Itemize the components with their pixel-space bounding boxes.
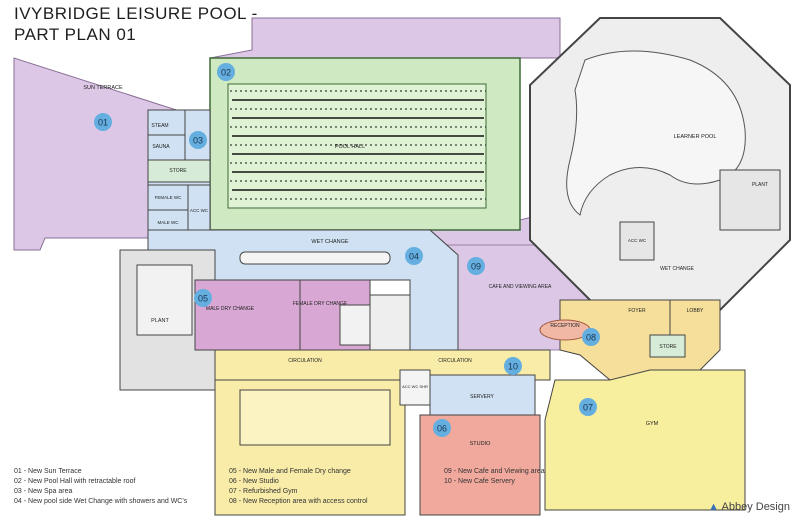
zone-badge-number: 01 <box>98 118 108 128</box>
circulation-room <box>239 389 391 446</box>
zone-badge-04: 04 <box>405 247 423 265</box>
legend-item-10: 10 - New Cafe Servery <box>444 478 515 485</box>
legend-item-02: 02 - New Pool Hall with retractable roof <box>14 478 136 485</box>
legend-item-05: 05 - New Male and Female Dry change <box>229 468 351 475</box>
label-studio: STUDIO <box>470 441 492 447</box>
wet-change-cubicles <box>239 251 391 265</box>
legend-item-09: 09 - New Cafe and Viewing area <box>444 468 545 475</box>
label-plant-left: PLANT <box>151 318 169 324</box>
female-wc-room <box>147 184 189 211</box>
spa-store <box>147 159 211 183</box>
zone-badge-03: 03 <box>189 131 207 149</box>
zone-badge-05: 05 <box>194 289 212 307</box>
label-pool-hall: POOL HALL <box>335 144 365 150</box>
zone-badges: 01 02 03 04 05 06 07 08 09 10 <box>94 63 600 437</box>
zone-badge-07: 07 <box>579 398 597 416</box>
gym-area <box>544 369 746 511</box>
label-sauna: SAUNA <box>152 144 170 150</box>
zone-badge-circle <box>433 419 451 437</box>
label-plant-right: PLANT <box>752 182 768 188</box>
zone-badge-01: 01 <box>94 113 112 131</box>
foyer-store <box>649 334 686 358</box>
zone-badge-02: 02 <box>217 63 235 81</box>
label-spa-store: STORE <box>169 168 187 174</box>
label-male-dry-change: MALE DRY CHANGE <box>206 306 255 312</box>
zone-badge-number: 05 <box>198 294 208 304</box>
dry-change-lobby <box>369 294 411 351</box>
label-reception: RECEPTION <box>550 323 580 329</box>
zone-badge-number: 09 <box>471 262 481 272</box>
zone-badge-circle <box>189 131 207 149</box>
label-gym: GYM <box>646 421 659 427</box>
zone-badge-circle <box>94 113 112 131</box>
abbey-design-logo: ▲ Abbey Design <box>708 501 790 513</box>
label-learner-pool: LEARNER POOL <box>674 134 717 140</box>
legend: 01 - New Sun Terrace 02 - New Pool Hall … <box>14 468 545 518</box>
zone-badge-number: 02 <box>221 68 231 78</box>
label-circulation-left: CIRCULATION <box>288 358 322 364</box>
label-acc-wc: ACC WC <box>190 208 209 213</box>
acc-wc-shr-room <box>399 369 431 406</box>
zone-badge-number: 10 <box>508 362 518 372</box>
plan-title-line-1: IVYBRIDGE LEISURE POOL - <box>14 4 258 23</box>
label-male-wc: MALE WC <box>157 220 179 225</box>
zone-badge-circle <box>194 289 212 307</box>
label-learner-acc-wc: ACC WC <box>628 238 647 243</box>
zone-badge-number: 06 <box>437 424 447 434</box>
label-learner-wet-change: WET CHANGE <box>660 266 694 272</box>
zone-badge-circle <box>504 357 522 375</box>
legend-item-03: 03 - New Spa area <box>14 488 73 495</box>
label-foyer: FOYER <box>628 308 646 314</box>
label-cafe-viewing: CAFE AND VIEWING AREA <box>489 284 552 290</box>
logo-text: Abbey Design <box>721 501 791 513</box>
zone-badge-08: 08 <box>582 328 600 346</box>
label-servery: SERVERY <box>470 394 494 400</box>
pool-tank <box>227 83 487 209</box>
dry-change-wc <box>339 304 371 346</box>
label-female-dry-change: FEMALE DRY CHANGE <box>293 301 348 307</box>
label-wet-change: WET CHANGE <box>311 239 349 245</box>
label-foyer-store: STORE <box>659 344 677 350</box>
learner-pool-tank <box>566 50 746 216</box>
zone-badge-number: 04 <box>409 252 419 262</box>
zone-badge-number: 07 <box>583 403 593 413</box>
zone-badge-circle <box>582 328 600 346</box>
zone-badge-circle <box>405 247 423 265</box>
zone-badge-10: 10 <box>504 357 522 375</box>
zone-badge-circle <box>579 398 597 416</box>
label-circulation-right: CIRCULATION <box>438 358 472 364</box>
pool-lanes <box>232 99 484 191</box>
zone-badge-06: 06 <box>433 419 451 437</box>
zone-badge-09: 09 <box>467 257 485 275</box>
legend-item-06: 06 - New Studio <box>229 478 279 485</box>
legend-item-08: 08 - New Reception area with access cont… <box>229 498 368 505</box>
zone-badge-circle <box>467 257 485 275</box>
learner-plant-room <box>719 169 781 231</box>
plan-title-line-2: PART PLAN 01 <box>14 25 137 44</box>
label-lobby: LOBBY <box>687 308 704 314</box>
zone-badge-circle <box>217 63 235 81</box>
learner-acc-wc <box>619 221 655 261</box>
zone-badge-number: 08 <box>586 333 596 343</box>
legend-item-04: 04 - New pool side Wet Change with showe… <box>14 498 188 505</box>
label-sun-terrace: SUN TERRACE <box>83 85 123 91</box>
legend-item-07: 07 - Refurbished Gym <box>229 488 298 495</box>
label-steam: STEAM <box>151 123 168 129</box>
label-female-wc: FEMALE WC <box>155 195 183 200</box>
label-acc-wc-shr: ACC WC SHR <box>402 384 428 389</box>
legend-item-01: 01 - New Sun Terrace <box>14 468 82 475</box>
logo-mark-icon: ▲ <box>708 501 720 513</box>
male-dry-change-area <box>194 279 301 351</box>
zone-badge-number: 03 <box>193 136 203 146</box>
